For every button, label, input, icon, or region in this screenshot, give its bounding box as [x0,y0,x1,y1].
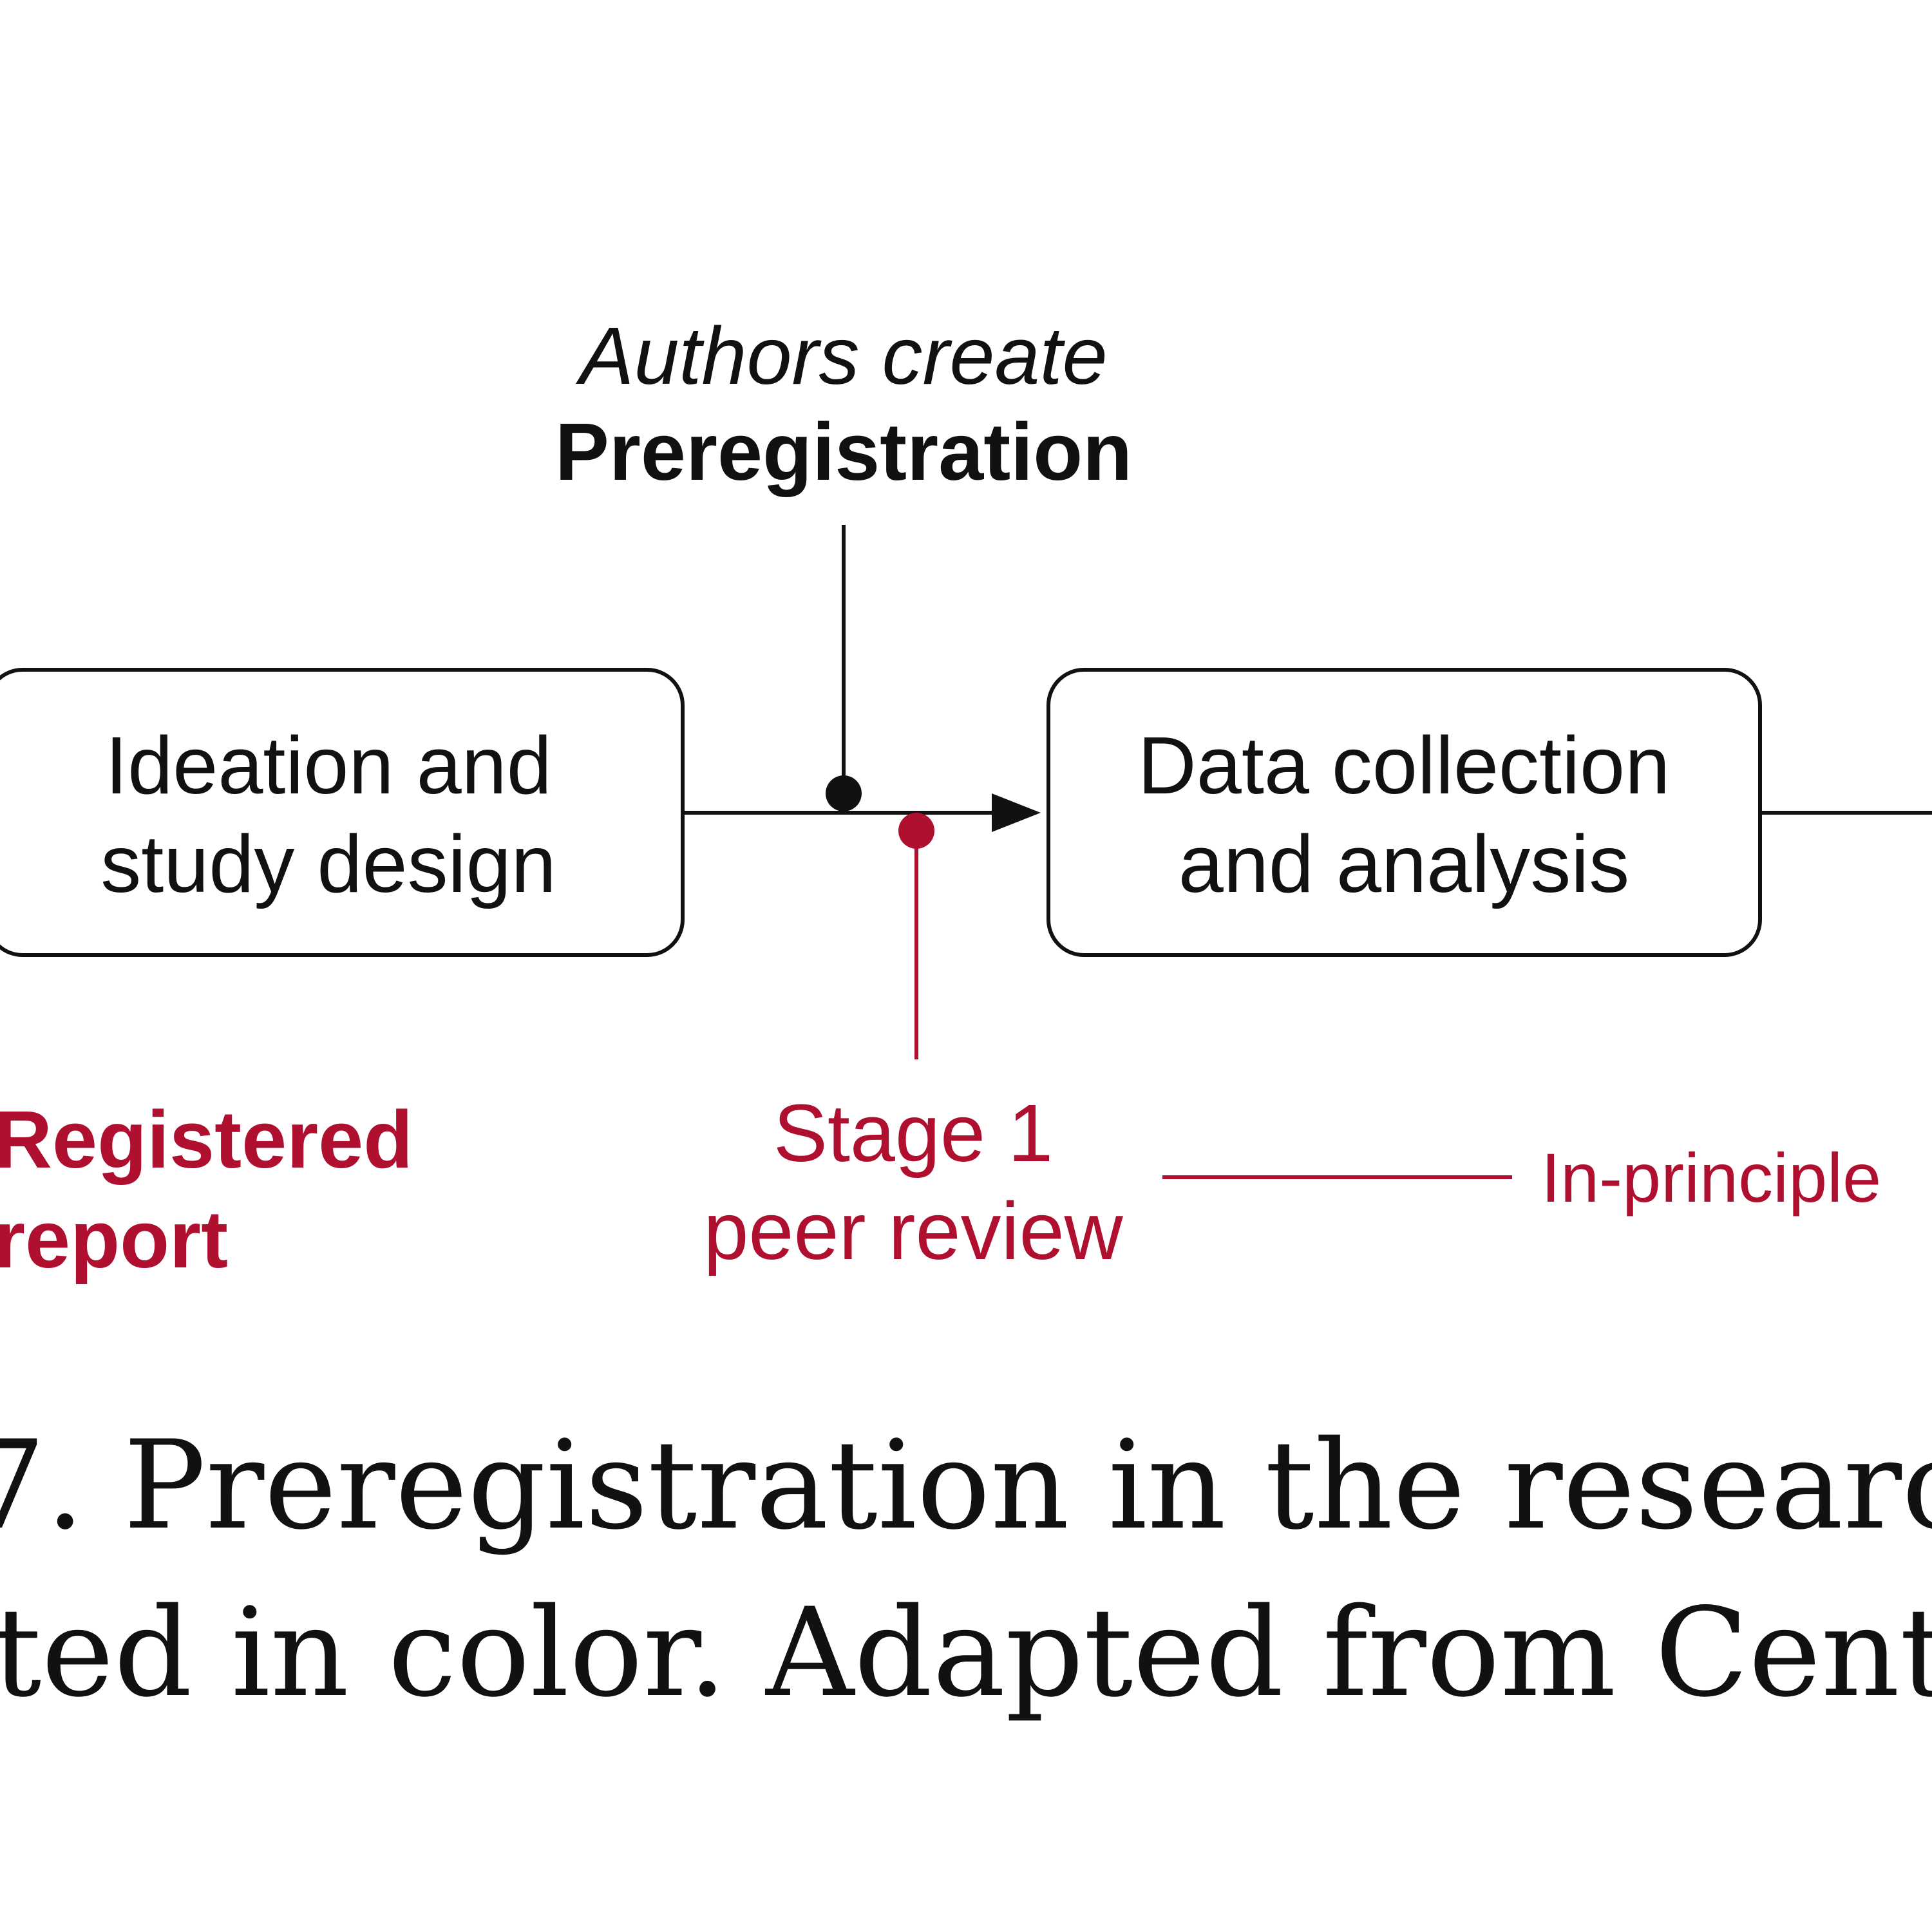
stage1-label-line-2: peer review [703,1186,1123,1276]
preregistration-node-dot [826,775,862,811]
data-collection-analysis-node: Data collection and analysis [1046,668,1762,957]
in-principle-annotation: In-principle [1162,1139,1881,1217]
ideation-study-design-node: Ideation and study design [0,668,685,957]
stage1-peer-review-annotation: Stage 1 peer review [703,813,1124,1276]
caption-line-2: ted in color. Adapted from Cente [0,1582,1932,1724]
ideation-node-line-2: study design [100,819,556,909]
preregistration-label: Preregistration [555,406,1132,497]
figure-caption: 7. Preregistration in the research ted i… [0,1414,1932,1724]
stage1-label-line-1: Stage 1 [773,1088,1053,1179]
ideation-node-line-1: Ideation and [105,720,552,811]
registered-report-label: Registered report [0,1094,413,1285]
data-node-line-2: and analysis [1179,819,1629,909]
authors-create-label: Authors create [575,310,1107,401]
registered-report-line-2: report [0,1194,228,1285]
caption-line-1: 7. Preregistration in the research [0,1414,1932,1557]
preregistration-annotation: Authors create Preregistration [555,310,1132,811]
in-principle-label: In-principle [1541,1139,1881,1217]
flow-arrowhead [992,793,1041,832]
ideation-node-box [0,668,685,957]
data-node-box [1046,668,1762,957]
registered-report-line-1: Registered [0,1094,413,1185]
data-node-line-1: Data collection [1138,720,1670,811]
